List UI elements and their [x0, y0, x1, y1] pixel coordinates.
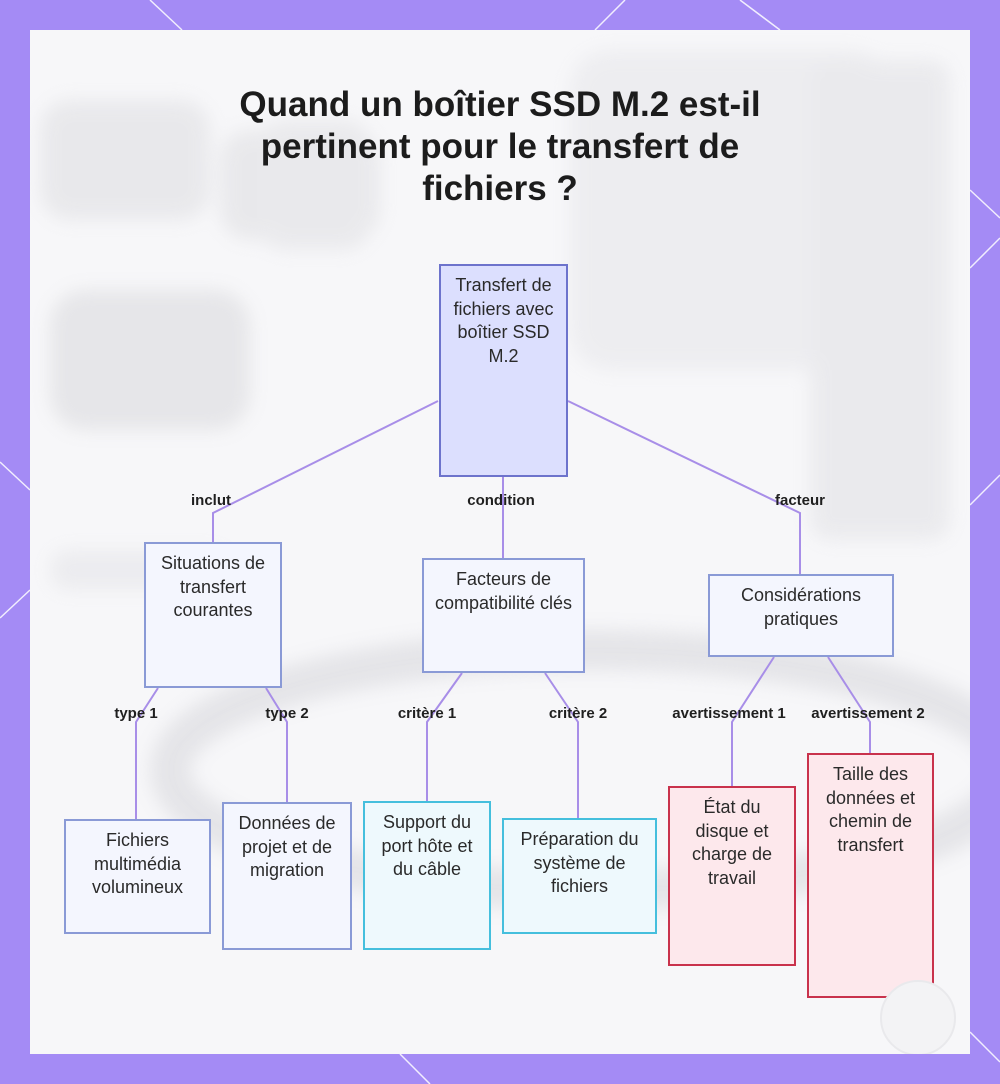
edge-label-inclut: inclut	[191, 492, 231, 509]
node-preparation-systeme-text: Préparation du système de fichiers	[520, 829, 639, 896]
node-situations-transfert: Situations de transfert courantes	[144, 542, 282, 688]
edge-label-critere-2: critère 2	[548, 705, 608, 722]
node-donnees-projet-text: Données de projet et de migration	[238, 813, 336, 880]
root-node: Transfert de fichiers avec boîtier SSD M…	[439, 264, 568, 477]
node-considerations-pratiques: Considérations pratiques	[708, 574, 894, 657]
diagram-card: Quand un boîtier SSD M.2 est-il pertinen…	[30, 30, 970, 1054]
node-etat-disque: État du disque et charge de travail	[668, 786, 796, 966]
edge-root-facteur	[567, 400, 801, 574]
node-preparation-systeme: Préparation du système de fichiers	[502, 818, 657, 934]
node-taille-donnees-text: Taille des données et chemin de transfer…	[825, 764, 916, 855]
node-facteurs-compatibilite: Facteurs de compatibilité clés	[422, 558, 585, 673]
node-facteurs-compatibilite-text: Facteurs de compatibilité clés	[434, 569, 573, 613]
edge-label-condition: condition	[467, 492, 535, 509]
edge-label-type-1: type 1	[114, 705, 158, 722]
edge-situations-type2	[265, 687, 288, 803]
edge-label-avertissement-2: avertissement 2	[811, 705, 925, 722]
node-situations-transfert-text: Situations de transfert courantes	[160, 553, 266, 620]
edge-situations-type1	[135, 687, 159, 820]
node-taille-donnees: Taille des données et chemin de transfer…	[807, 753, 934, 998]
edge-facteurs-critere2	[544, 672, 579, 819]
edge-label-critere-1: critère 1	[397, 705, 457, 722]
edge-considerations-avert1	[731, 656, 775, 787]
node-support-port: Support du port hôte et du câble	[363, 801, 491, 950]
node-fichiers-multimedia-text: Fichiers multimédia volumineux	[91, 830, 184, 897]
node-considerations-pratiques-text: Considérations pratiques	[740, 585, 862, 629]
root-node-text: Transfert de fichiers avec boîtier SSD M…	[453, 275, 554, 366]
node-fichiers-multimedia: Fichiers multimédia volumineux	[64, 819, 211, 934]
edge-root-inclut	[212, 400, 439, 542]
diagram-edges	[135, 400, 871, 820]
blurred-background-decoration	[40, 50, 970, 910]
node-support-port-text: Support du port hôte et du câble	[381, 812, 473, 879]
diagram-title: Quand un boîtier SSD M.2 est-il pertinen…	[239, 85, 761, 208]
node-etat-disque-text: État du disque et charge de travail	[691, 797, 773, 888]
edge-label-type-2: type 2	[265, 705, 309, 722]
edge-considerations-avert2	[827, 656, 871, 754]
edge-facteurs-critere1	[426, 672, 463, 802]
watermark-logo	[880, 980, 956, 1054]
edge-label-avertissement-1: avertissement 1	[672, 705, 786, 722]
node-donnees-projet: Données de projet et de migration	[222, 802, 352, 950]
edge-label-facteur: facteur	[774, 492, 826, 509]
